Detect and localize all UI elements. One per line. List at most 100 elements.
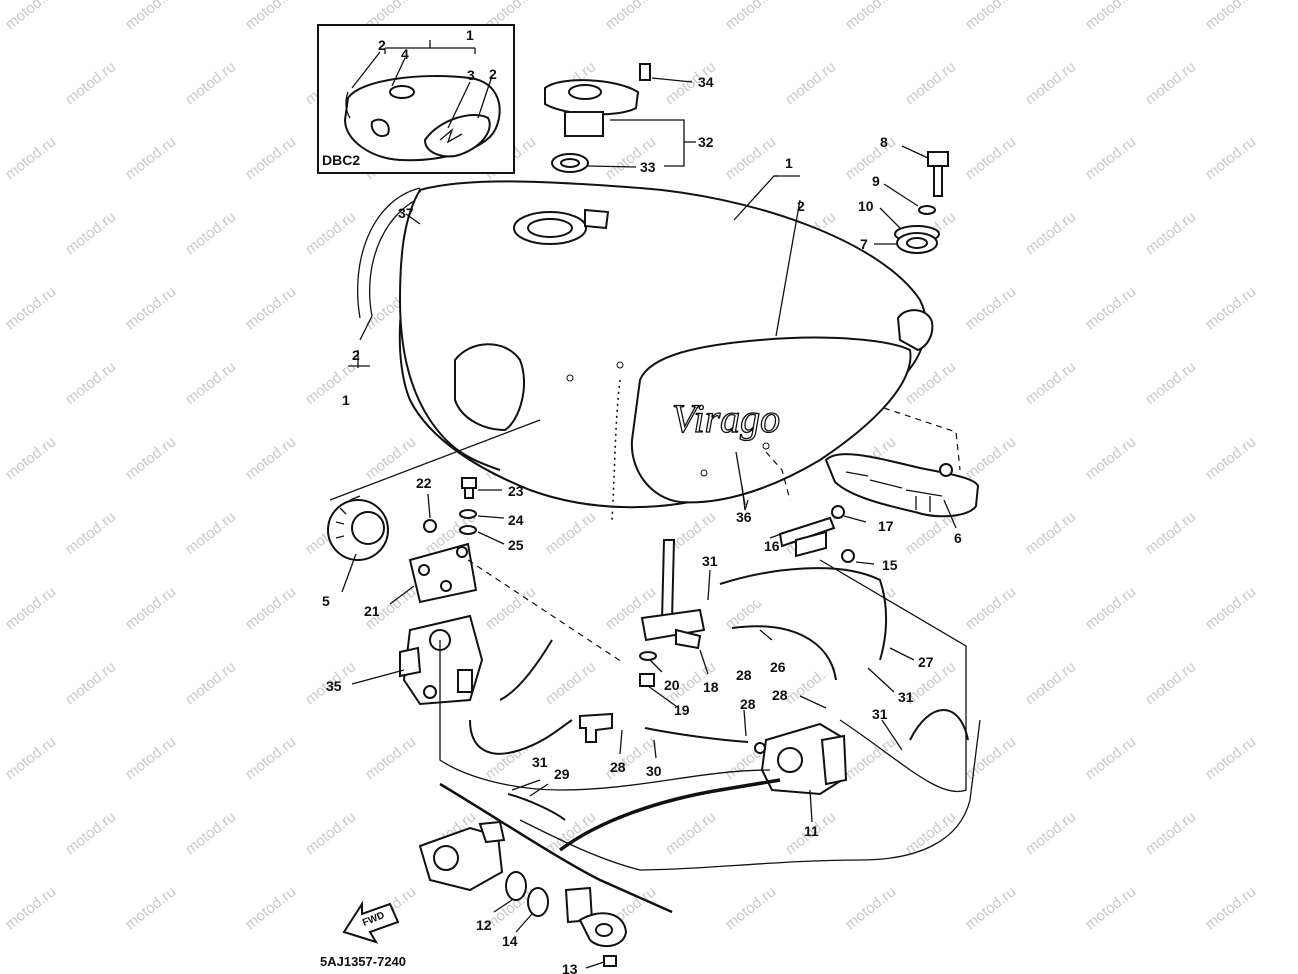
fuel-hoses [469, 567, 969, 821]
callout-37: 37 [398, 205, 414, 221]
watermark-text: motod.ru [1082, 883, 1139, 933]
callout-7: 7 [860, 236, 868, 252]
watermark-text: motod.ru [2, 283, 59, 333]
watermark-text: motod.ru [2, 883, 59, 933]
callout-27: 27 [918, 654, 934, 670]
watermark-text: motod.ru [182, 58, 239, 108]
watermark-text: motod.ru [1202, 733, 1259, 783]
watermark-text: motod.ru [1082, 733, 1139, 783]
pump-mount-plate [408, 542, 478, 604]
watermark-text: motod.ru [962, 733, 1019, 783]
watermark-text: motod.ru [242, 433, 299, 483]
watermark-text: motod.ru [122, 0, 179, 33]
inset-label: DBC2 [322, 152, 360, 168]
watermark-text: motod.ru [1082, 583, 1139, 633]
watermark-text: motod.ru [122, 733, 179, 783]
watermark-text: motod.ru [2, 0, 59, 33]
watermark-text: motod.ru [722, 133, 779, 183]
watermark-text: motod.ru [122, 883, 179, 933]
watermark-text: motod.ru [782, 58, 839, 108]
watermark-text: motod.ru [2, 733, 59, 783]
watermark-text: motod.ru [302, 208, 359, 258]
fuel-pump-unit [754, 722, 848, 796]
watermark-text: motod.ru [182, 358, 239, 408]
watermark-text: motod.ru [722, 883, 779, 933]
watermark-text: motod.ru [1142, 508, 1199, 558]
watermark-text: motod.ru [1022, 508, 1079, 558]
callout-30: 30 [646, 763, 662, 779]
callout-29: 29 [554, 766, 570, 782]
watermark-text: motod.ru [1082, 433, 1139, 483]
watermark-text: motod.ru [1022, 808, 1079, 858]
watermark-text: motod.ru [1142, 808, 1199, 858]
watermark-text: motod.ru [1022, 658, 1079, 708]
callout-13: 13 [562, 961, 578, 974]
watermark-text: motod.ru [602, 0, 659, 33]
inset-callout-2-left: 2 [378, 37, 386, 53]
callout-20: 20 [664, 677, 680, 693]
watermark-text: motod.ru [242, 583, 299, 633]
watermark-text: motod.ru [182, 808, 239, 858]
inset-callout-1: 1 [466, 27, 474, 43]
callout-28-a: 28 [736, 667, 752, 683]
watermark-text: motod.ru [362, 433, 419, 483]
watermark-text: motod.ru [962, 583, 1019, 633]
watermark-text: motod.ru [1142, 658, 1199, 708]
bolt-and-washers [423, 477, 477, 535]
callout-9: 9 [872, 173, 880, 189]
fwd-arrow-icon: FWD [342, 900, 400, 944]
watermark-text: motod.ru [122, 583, 179, 633]
watermark-text: motod.ru [962, 883, 1019, 933]
watermark-text: motod.ru [542, 658, 599, 708]
watermark-text: motod.ru [842, 0, 899, 33]
watermark-text: motod.ru [242, 733, 299, 783]
callout-33: 33 [640, 159, 656, 175]
callout-23: 23 [508, 483, 524, 499]
watermark-text: motod.ru [662, 808, 719, 858]
inset-dbc2 [317, 24, 515, 174]
callout-22: 22 [416, 475, 432, 491]
watermark-text: motod.ru [2, 133, 59, 183]
callout-1-top: 1 [785, 155, 793, 171]
watermark-text: motod.ru [962, 283, 1019, 333]
callout-16: 16 [764, 538, 780, 554]
watermark-text: motod.ru [2, 583, 59, 633]
watermark-text: motod.ru [242, 283, 299, 333]
watermark-text: motod.ru [62, 208, 119, 258]
pump-rebuild-parts [418, 820, 628, 967]
watermark-text: motod.ru [1082, 133, 1139, 183]
watermark-text: motod.ru [842, 883, 899, 933]
watermark-text: motod.ru [902, 58, 959, 108]
callout-28-c: 28 [740, 696, 756, 712]
tank-mount-parts-right [894, 151, 949, 254]
watermark-text: motod.ru [242, 0, 299, 33]
callout-21: 21 [364, 603, 380, 619]
inset-callout-2-right: 2 [489, 66, 497, 82]
fuel-cock [639, 539, 706, 687]
watermark-text: motod.ru [122, 283, 179, 333]
callout-18: 18 [703, 679, 719, 695]
fuel-cap-assembly [544, 63, 651, 173]
inset-callout-3: 3 [467, 67, 475, 83]
watermark-text: motod.ru [962, 0, 1019, 33]
watermark-text: motod.ru [1142, 208, 1199, 258]
watermark-text: motod.ru [1202, 0, 1259, 33]
seat-bracket-assembly [778, 453, 980, 563]
watermark-text: motod.ru [1022, 208, 1079, 258]
callout-34: 34 [698, 74, 714, 90]
watermark-text: motod.ru [62, 358, 119, 408]
watermark-text: motod.ru [122, 433, 179, 483]
watermark-text: motod.ru [962, 133, 1019, 183]
inset-callout-4: 4 [401, 46, 409, 62]
watermark-text: motod.ru [1022, 358, 1079, 408]
watermark-text: motod.ru [1202, 883, 1259, 933]
watermark-text: motod.ru [722, 0, 779, 33]
watermark-text: motod.ru [1022, 58, 1079, 108]
callout-31-a: 31 [702, 553, 718, 569]
callout-32: 32 [698, 134, 714, 150]
callout-2-top: 2 [797, 198, 805, 214]
watermark-text: motod.ru [1142, 358, 1199, 408]
callout-17: 17 [878, 518, 894, 534]
watermark-text: motod.ru [1082, 283, 1139, 333]
